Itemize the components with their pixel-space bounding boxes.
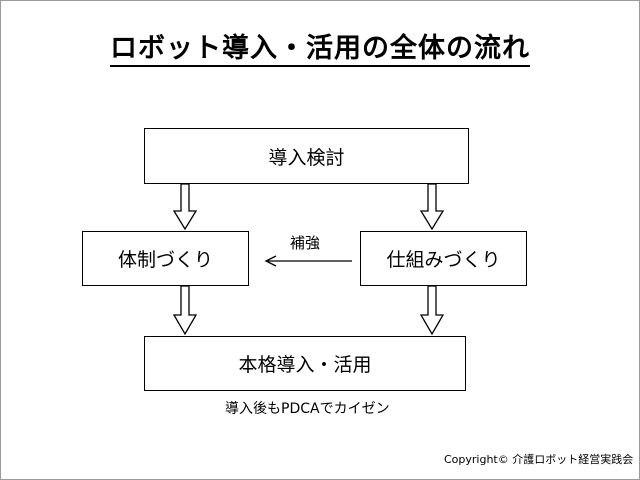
pdca-note: 導入後もPDCAでカイゼン: [225, 401, 390, 417]
box-review-label: 導入検討: [268, 146, 345, 169]
box-full-adoption: 本格導入・活用: [144, 336, 466, 391]
arrow-reinforce-head: [264, 255, 277, 267]
copyright-text: Copyright© 介護ロボット経営実践会: [444, 453, 634, 466]
box-mechanism: 仕組みづくり: [360, 231, 527, 286]
box-mechanism-label: 仕組みづくり: [386, 249, 501, 271]
box-organization: 体制づくり: [82, 231, 249, 286]
box-organization-label: 体制づくり: [117, 249, 213, 271]
slide-title-text: ロボット導入・活用の全体の流れ: [110, 33, 530, 67]
box-review: 導入検討: [144, 128, 469, 184]
arrow-top-to-left: [172, 183, 198, 231]
slide-title: ロボット導入・活用の全体の流れ: [0, 26, 640, 67]
arrow-right-to-bottom: [419, 285, 445, 336]
arrow-top-to-right: [419, 183, 445, 231]
box-full-adoption-label: 本格導入・活用: [238, 354, 372, 376]
arrow-left-to-bottom: [172, 285, 198, 336]
reinforce-label: 補強: [290, 234, 321, 252]
